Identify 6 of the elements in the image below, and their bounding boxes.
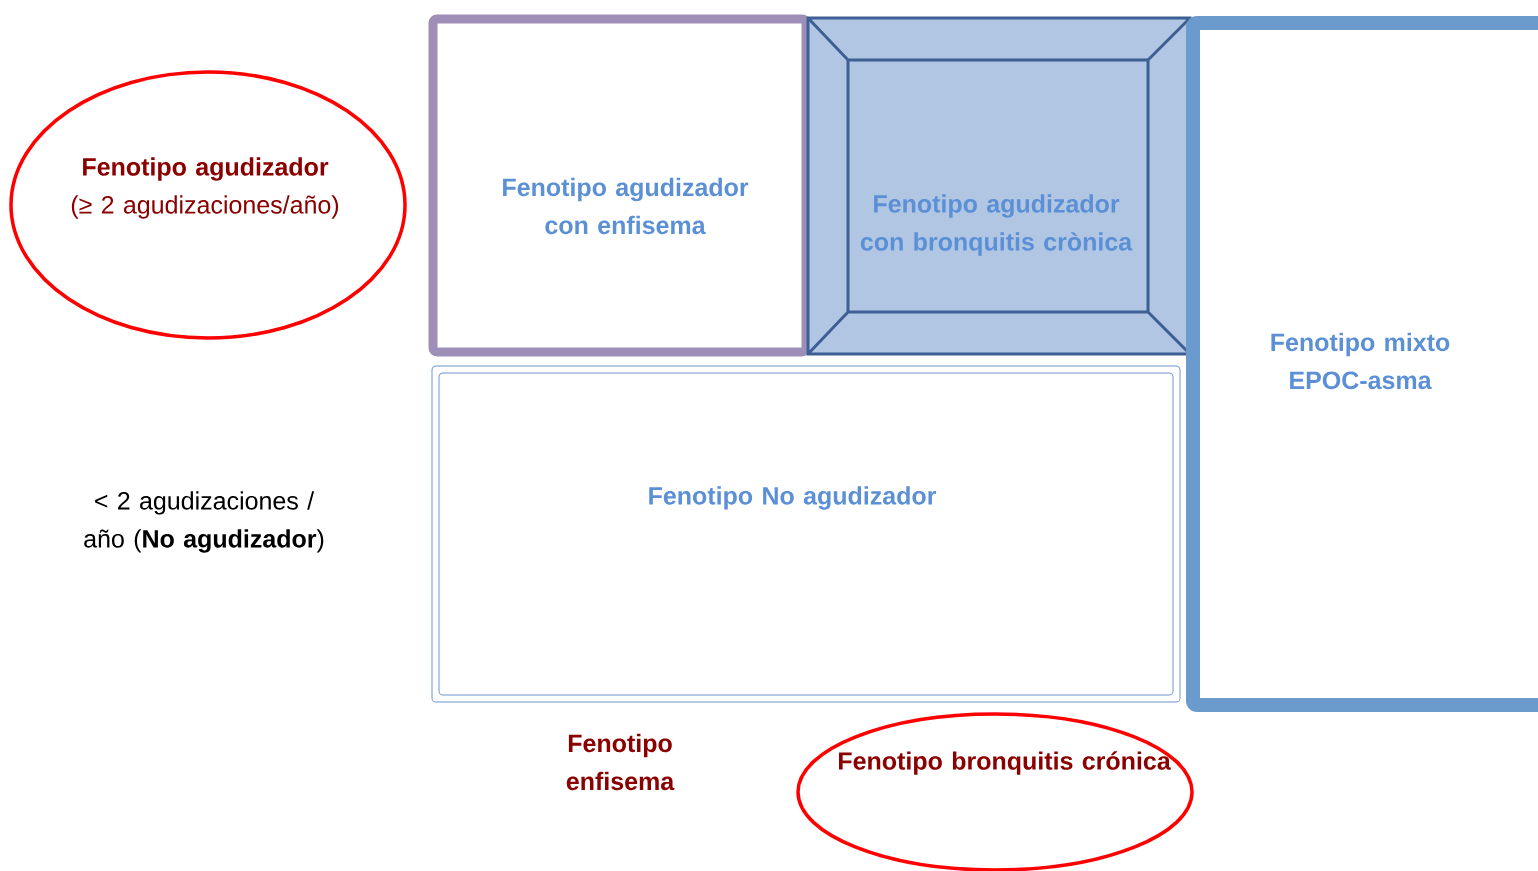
text-label: Fenotipo enfisema <box>566 733 675 791</box>
box: Fenotipo agudizador con enfisema <box>428 14 811 357</box>
box: Fenotipo No agudizador <box>431 365 1181 703</box>
beveled-box: Fenotipo agudizador con bronquitis crònica <box>806 16 1192 356</box>
text-label: < 2 agudizaciones / año (No agudizador) <box>84 491 324 553</box>
box: Fenotipo mixto EPOC-asma <box>1186 16 1538 712</box>
